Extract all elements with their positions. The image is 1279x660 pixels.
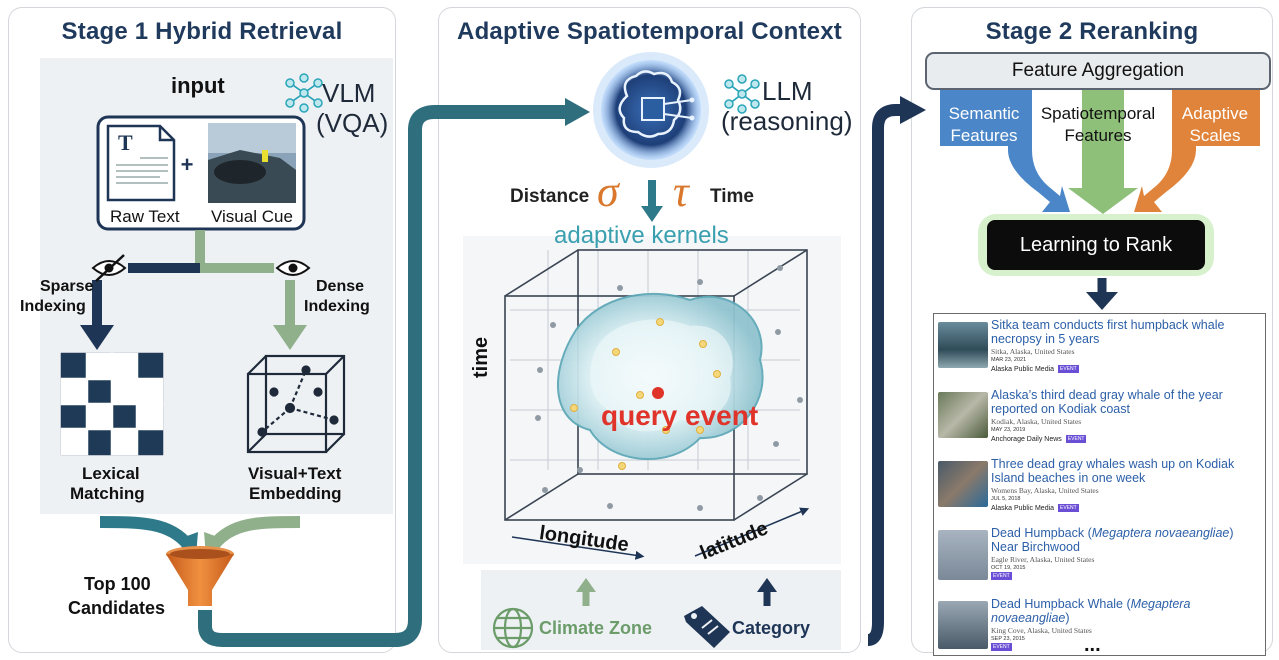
result-thumbnail [938, 601, 988, 649]
event-badge: EVENT [1065, 435, 1087, 443]
adaptive-arrow [1134, 90, 1260, 212]
document-icon: T [106, 124, 176, 202]
result-item[interactable]: Dead Humpback Whale (Megaptera novaeangl… [938, 597, 1263, 655]
result-location: Sitka, Alaska, United States [991, 347, 1075, 356]
result-location: Eagle River, Alaska, United States [991, 555, 1095, 564]
spatio-label: Spatiotemporal [1040, 104, 1156, 123]
result-title[interactable]: Dead Humpback Whale (Megaptera novaeangl… [991, 597, 1191, 625]
result-source: EVENT [987, 572, 1012, 580]
llm-sub-label: (reasoning) [721, 106, 853, 136]
spatio-label-2: Features [1064, 126, 1132, 145]
eye-slash-icon [90, 254, 128, 282]
sparse-label: Sparse [40, 278, 94, 295]
semantic-label: Semantic [948, 104, 1020, 123]
globe-icon [492, 607, 534, 649]
result-title[interactable]: Three dead gray whales wash up on Kodiak… [991, 457, 1235, 485]
dense-label-2: Indexing [304, 298, 370, 315]
result-thumbnail [938, 392, 988, 438]
svg-text:+: + [181, 152, 194, 177]
result-location: King Cove, Alaska, United States [991, 626, 1092, 635]
eye-icon [274, 256, 312, 280]
learning-to-rank-box [987, 220, 1205, 270]
semantic-arrow [940, 90, 1070, 212]
result-title[interactable]: Dead Humpback (Megaptera novaeangliae) N… [991, 526, 1234, 554]
neural-network-icon [724, 74, 760, 114]
top-candidates-label-2: Candidates [68, 598, 166, 618]
brain-chip-icon [593, 52, 709, 168]
sigma-symbol: σ [597, 167, 619, 216]
adaptive-label: Adaptive [1181, 104, 1249, 123]
input-label: input [171, 73, 225, 98]
context-title: Adaptive Spatiotemporal Context [457, 18, 842, 45]
query-event-point [652, 387, 664, 399]
event-badge: EVENT [1058, 504, 1079, 512]
climate-zone-label: Climate Zone [539, 618, 653, 638]
kernels-label: adaptive kernels [554, 222, 729, 249]
tau-symbol: τ [673, 167, 689, 216]
tag-icon [684, 606, 730, 648]
time-label: Time [710, 186, 755, 207]
result-date: JUL 5, 2018 [991, 496, 1021, 502]
axis-time-label: time [470, 336, 492, 378]
visual-cue-photo [208, 123, 296, 203]
stage2-title: Stage 2 Reranking [985, 18, 1199, 45]
result-date: SEP 23, 2015 [991, 636, 1025, 642]
matrix-grid-icon [60, 352, 164, 456]
raw-text-label: Raw Text [110, 207, 180, 226]
connector-1 [198, 105, 568, 647]
result-title[interactable]: Alaska’s third dead gray whale of the ye… [991, 388, 1223, 416]
result-date: OCT 19, 2015 [991, 565, 1026, 571]
result-title[interactable]: Sitka team conducts first humpback whale… [991, 318, 1225, 346]
category-label: Category [732, 618, 811, 638]
adaptive-label-2: Scales [1189, 126, 1241, 145]
result-source: EVENT [987, 643, 1012, 651]
visual-cue-label: Visual Cue [211, 207, 293, 226]
lexical-label-2: Matching [70, 484, 145, 503]
event-badge: EVENT [1058, 365, 1079, 373]
event-badge: EVENT [991, 643, 1012, 651]
event-badge: EVENT [991, 572, 1012, 580]
result-item[interactable]: Sitka team conducts first humpback whale… [938, 318, 1263, 380]
connector-2 [867, 104, 905, 646]
result-item[interactable]: Dead Humpback (Megaptera novaeangliae) N… [938, 526, 1263, 588]
sparse-label-2: Indexing [20, 298, 86, 315]
spatio-arrow [1068, 90, 1138, 214]
feature-aggregation-label: Feature Aggregation [1011, 60, 1185, 81]
distance-label: Distance [510, 186, 590, 207]
result-location: Womens Bay, Alaska, United States [991, 486, 1099, 495]
spatiotemporal-cube [463, 236, 841, 564]
result-item[interactable]: Alaska’s third dead gray whale of the ye… [938, 388, 1263, 450]
results-list: Sitka team conducts first humpback whale… [933, 313, 1266, 656]
more-results-ellipsis: ... [1084, 634, 1101, 656]
result-thumbnail [938, 530, 988, 580]
lexical-label: Lexical [82, 464, 140, 483]
stage1-title: Stage 1 Hybrid Retrieval [61, 18, 343, 45]
result-location: Kodiak, Alaska, United States [991, 417, 1082, 426]
top-candidates-label: Top 100 [84, 574, 151, 594]
result-date: MAY 23, 2019 [991, 427, 1026, 433]
neural-network-icon [285, 73, 323, 113]
vlm-sub-label: (VQA) [316, 108, 389, 138]
result-thumbnail [938, 322, 988, 368]
svg-text:T: T [118, 130, 133, 155]
learning-to-rank-label: Learning to Rank [1019, 234, 1173, 256]
context-features-strip [481, 570, 841, 650]
embedding-label: Visual+Text [248, 464, 342, 483]
embedding-label-2: Embedding [249, 484, 342, 503]
dense-label: Dense [316, 278, 365, 295]
result-date: MAR 23, 2021 [991, 357, 1027, 363]
result-thumbnail [938, 461, 988, 507]
llm-label: LLM [762, 76, 813, 106]
query-event-label: query event [601, 400, 759, 431]
semantic-label-2: Features [950, 126, 1018, 145]
embedding-cube-icon [246, 354, 346, 454]
feature-aggregation-box [925, 52, 1271, 90]
result-item[interactable]: Three dead gray whales wash up on Kodiak… [938, 457, 1263, 519]
funnel-icon [166, 546, 234, 606]
vlm-label: VLM [322, 78, 376, 108]
